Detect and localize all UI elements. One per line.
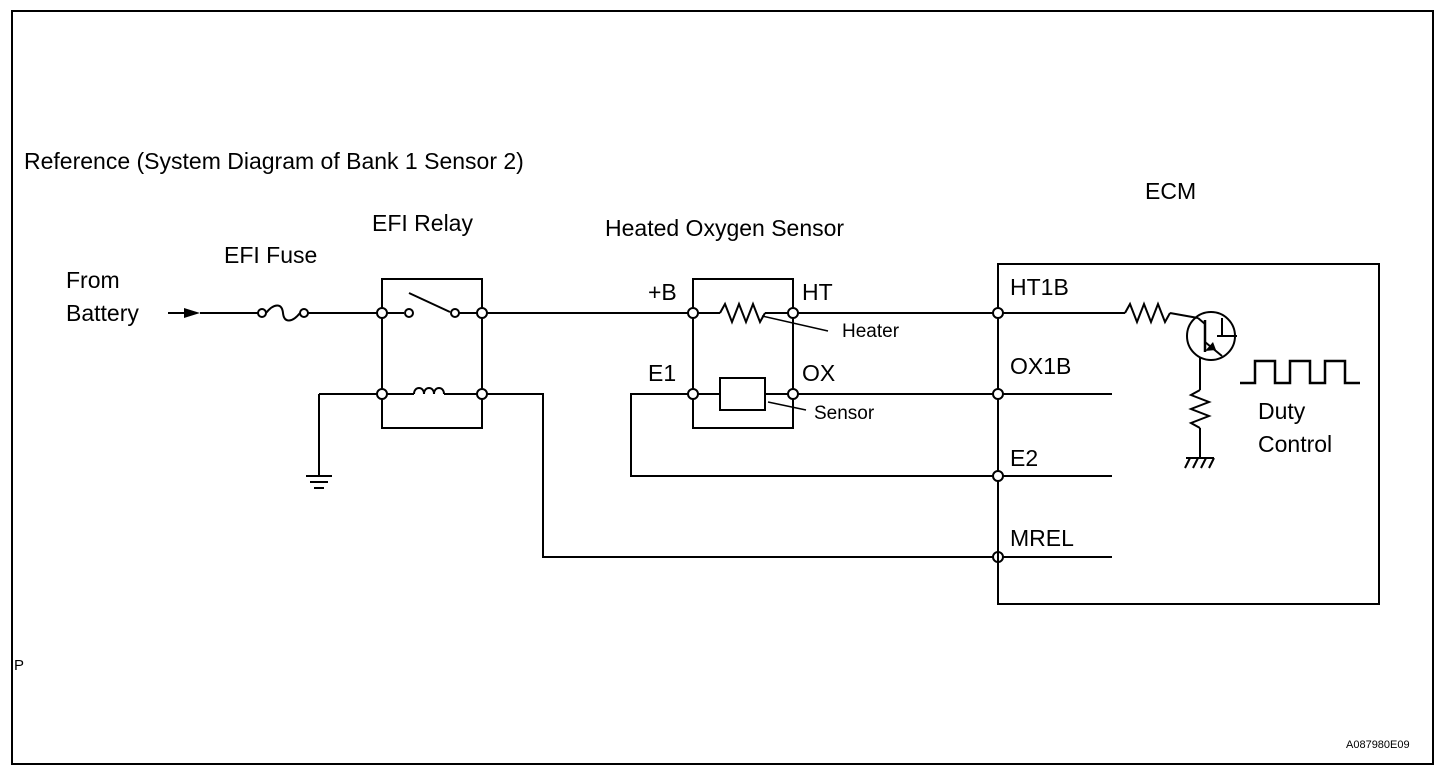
wire-e1-e2 bbox=[630, 393, 994, 477]
duty-label-line2: Control bbox=[1258, 431, 1333, 457]
pin-ht1b: HT1B bbox=[1010, 274, 1069, 300]
battery-arrow bbox=[168, 308, 200, 318]
diagram-title: Reference (System Diagram of Bank 1 Sens… bbox=[24, 148, 524, 174]
pin-plus-b: +B bbox=[648, 279, 677, 305]
ecm-label: ECM bbox=[1145, 178, 1197, 204]
duty-label-line1: Duty bbox=[1258, 398, 1306, 424]
emitter-resistor bbox=[1188, 358, 1212, 458]
ground-relay bbox=[306, 393, 377, 489]
sensor-box bbox=[692, 278, 794, 429]
ecm-resistor bbox=[1124, 301, 1171, 325]
pin-mrel: MREL bbox=[1010, 525, 1074, 551]
fuse-label: EFI Fuse bbox=[224, 242, 318, 268]
pin-ox: OX bbox=[802, 360, 836, 386]
pin-ox1b: OX1B bbox=[1010, 353, 1072, 379]
relay-switch bbox=[376, 292, 488, 319]
figure-code: A087980E09 bbox=[1346, 739, 1410, 751]
diagram-frame bbox=[11, 10, 1434, 765]
sensor-element bbox=[698, 377, 807, 411]
pin-e1: E1 bbox=[648, 360, 677, 386]
sensor-label: Heated Oxygen Sensor bbox=[605, 215, 845, 241]
wire-mrel bbox=[487, 393, 994, 558]
sensor-element-label: Sensor bbox=[814, 403, 875, 424]
ecm-box bbox=[997, 263, 1380, 605]
corner-mark: P bbox=[14, 657, 25, 674]
pin-e2: E2 bbox=[1010, 445, 1039, 471]
heater-label: Heater bbox=[842, 321, 900, 342]
fuse-symbol bbox=[257, 304, 309, 322]
relay-box bbox=[381, 278, 483, 429]
source-label-line1: From bbox=[66, 267, 120, 293]
transistor-symbol bbox=[1186, 311, 1237, 361]
relay-label: EFI Relay bbox=[372, 210, 473, 236]
source-label-line2: Battery bbox=[66, 300, 139, 326]
relay-coil bbox=[376, 387, 488, 400]
heater-resistor bbox=[698, 301, 829, 332]
duty-pulse-wave bbox=[1240, 359, 1360, 385]
pin-ht: HT bbox=[802, 279, 833, 305]
ground-ecm bbox=[1184, 457, 1215, 469]
